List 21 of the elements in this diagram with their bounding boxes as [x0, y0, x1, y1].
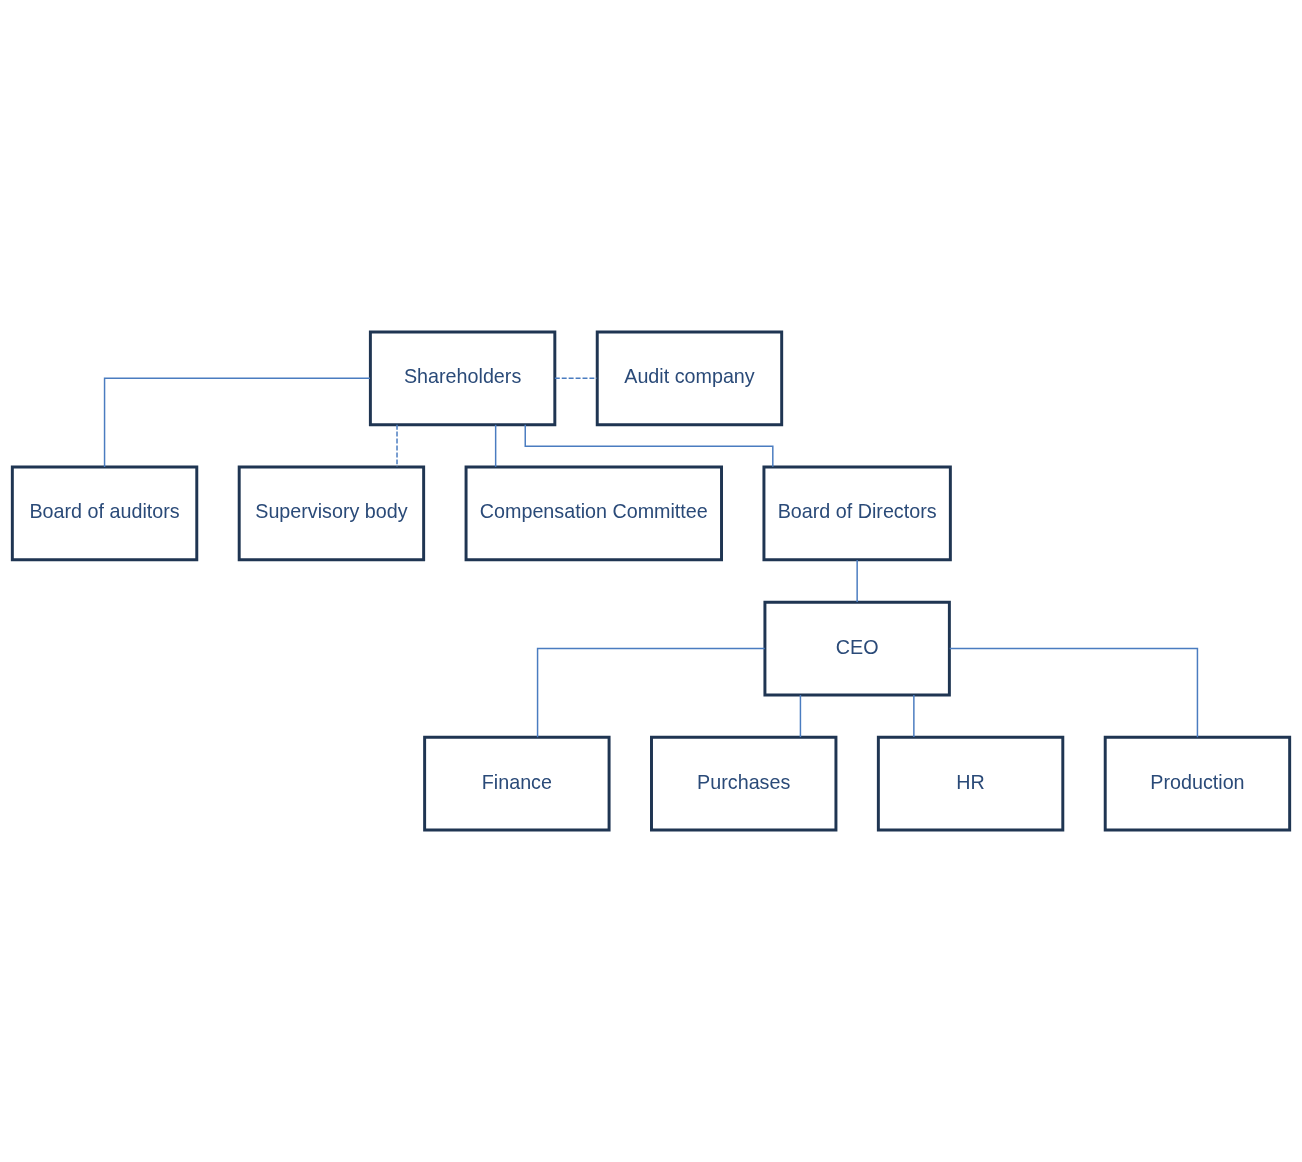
- connector: [913, 694, 915, 738]
- connector: [396, 424, 398, 468]
- node-box: Board of auditors: [10, 465, 199, 562]
- node-box: Supervisory body: [237, 465, 426, 562]
- node-box: Audit company: [595, 330, 784, 427]
- connector: [103, 377, 371, 468]
- connector: [554, 377, 598, 380]
- connector: [536, 647, 766, 738]
- node-box: CEO: [763, 600, 951, 697]
- node-box: Production: [1103, 735, 1292, 832]
- node-box: Shareholders: [368, 330, 557, 427]
- node-box: Board of Directors: [762, 465, 952, 562]
- node-box: HR: [876, 735, 1065, 832]
- connector: [948, 647, 1199, 738]
- connector: [524, 424, 774, 468]
- node-box: Compensation Committee: [464, 465, 723, 562]
- connector: [799, 694, 802, 738]
- node-box: Finance: [423, 735, 611, 832]
- connector: [856, 559, 858, 603]
- node-box: Purchases: [650, 735, 838, 832]
- connector: [494, 424, 497, 468]
